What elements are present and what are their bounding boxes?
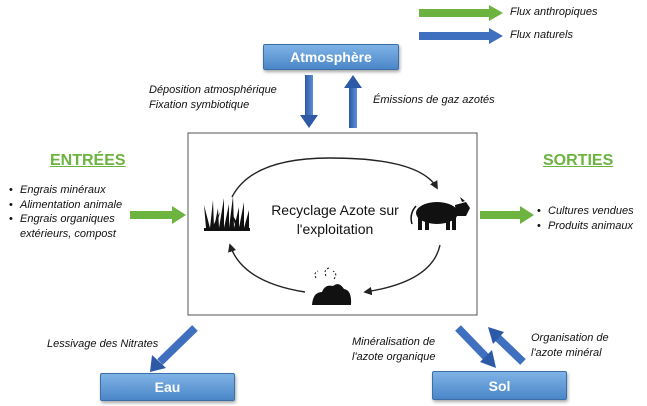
entrees-title: ENTRÉES [50,152,126,169]
atmosphere-box: Atmosphère [263,44,399,70]
eau-box: Eau [100,373,235,401]
organisation-label-line1: Organisation de [531,332,609,344]
mineralisation-label-line1: Minéralisation de [352,336,436,348]
entrees-item-continued: extérieurs, compost [20,227,116,240]
sorties-list: Cultures vendues Produits animaux [536,204,634,233]
mineralisation-label-line2: l'azote organique [352,351,436,363]
entrees-item: Alimentation animale [9,198,122,213]
cow-icon [410,197,470,230]
entrees-item: Engrais organiques [9,212,122,227]
emissions-arrow [344,75,362,128]
center-title-line2: l'exploitation [296,221,374,237]
organisation-label-line2: l'azote minéral [531,347,602,359]
sorties-item: Cultures vendues [537,204,634,219]
cycle-arrow-right [363,244,441,296]
legend-anthropic-arrow [419,5,503,21]
deposition-arrow [300,75,318,128]
manure-icon [312,267,352,305]
mineralisation-arrow [455,325,496,368]
cycle-arrow-left [228,243,306,293]
lessivage-label: Lessivage des Nitrates [47,338,159,350]
legend-anthropic-label: Flux anthropiques [510,6,598,18]
organisation-arrow [488,327,526,365]
grass-icon [204,196,250,231]
center-title: Recyclage Azote sur l'exploitation [260,201,410,239]
entrees-list: Engrais minéraux Alimentation animale En… [8,183,122,241]
sorties-title: SORTIES [543,152,614,169]
sol-box: Sol [432,371,567,400]
legend-natural-arrow [419,28,503,44]
entrees-arrow [130,206,186,224]
sorties-item: Produits animaux [537,219,634,234]
deposition-label: Déposition atmosphérique [149,84,277,96]
emissions-label: Émissions de gaz azotés [373,94,495,106]
entrees-item: Engrais minéraux [9,183,122,198]
fixation-label: Fixation symbiotique [149,99,250,111]
lessivage-arrow [150,325,198,372]
sorties-arrow [480,206,534,224]
center-title-line1: Recyclage Azote sur [271,202,399,218]
cycle-arrow-top [231,157,438,198]
legend-natural-label: Flux naturels [510,29,573,41]
